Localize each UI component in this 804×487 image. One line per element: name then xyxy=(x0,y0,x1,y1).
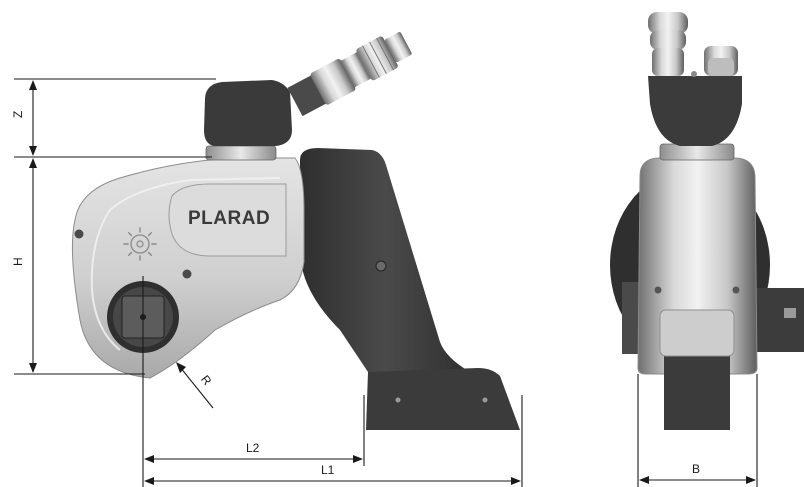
swivel-block xyxy=(204,80,292,146)
front-arm-left xyxy=(622,282,640,354)
b-label: B xyxy=(692,462,700,476)
front-screw xyxy=(732,286,740,294)
side-view: PLARAD xyxy=(71,32,520,430)
front-arm-right xyxy=(756,288,804,352)
reaction-arm xyxy=(300,148,470,372)
l1-label: L1 xyxy=(321,463,335,477)
dimensions: Z H R L2 L1 B xyxy=(11,78,758,487)
swivel-collar xyxy=(205,145,277,161)
z-label: Z xyxy=(11,111,25,118)
rotation-logo-icon xyxy=(123,227,157,261)
arm-bolt xyxy=(375,260,387,272)
reaction-foot xyxy=(366,368,520,430)
front-swivel-block xyxy=(648,76,742,146)
front-coupling-1 xyxy=(648,12,688,34)
foot-screw xyxy=(482,397,488,403)
front-collar xyxy=(659,143,735,161)
h-label: H xyxy=(11,257,25,266)
hose-coupling xyxy=(287,32,412,117)
front-coupling-3 xyxy=(652,48,684,76)
front-coupling-2 xyxy=(650,30,686,50)
front-arm-plate xyxy=(784,308,796,318)
r-label: R xyxy=(198,373,215,389)
front-view xyxy=(610,12,804,430)
front-swivel-pin xyxy=(691,71,697,77)
brand-logo: PLARAD xyxy=(188,208,270,229)
body-screw xyxy=(74,229,84,239)
body-contour xyxy=(90,177,281,351)
brand-panel xyxy=(168,183,287,257)
front-lower-lip xyxy=(659,309,735,357)
foot-screw xyxy=(395,397,401,403)
body-screw xyxy=(182,269,192,279)
front-coupling-5 xyxy=(708,58,734,76)
l2-label: L2 xyxy=(246,441,260,455)
front-screw xyxy=(654,286,662,294)
